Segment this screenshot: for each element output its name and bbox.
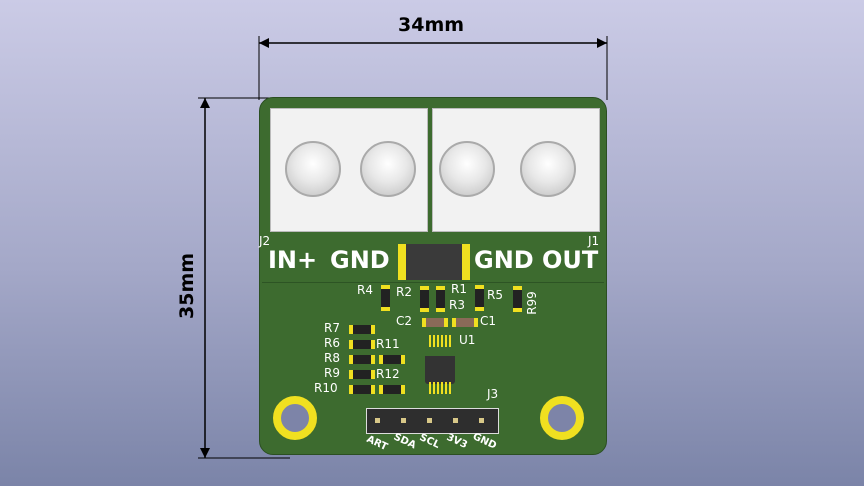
width-dimension-label: 34mm (398, 14, 465, 36)
mounting-hole (540, 396, 584, 440)
resistor (379, 355, 405, 364)
header-pin (479, 418, 484, 423)
label-in-plus: IN+ (268, 246, 318, 274)
ref-u1: U1 (459, 333, 476, 347)
ref-r9: R9 (324, 366, 340, 380)
ref-r4: R4 (357, 283, 373, 297)
resistor (349, 355, 375, 364)
resistor (436, 286, 445, 312)
screw-terminal (439, 141, 495, 197)
label-gnd-out: GND (474, 246, 534, 274)
screw-terminal (285, 141, 341, 197)
resistor (349, 340, 375, 349)
ref-r11: R11 (376, 337, 400, 351)
header-pin (401, 418, 406, 423)
ref-c1: C1 (480, 314, 497, 328)
header-pin (453, 418, 458, 423)
ic-pins-bottom (429, 382, 451, 394)
resistor (420, 286, 429, 312)
ref-r8: R8 (324, 351, 340, 365)
resistor (379, 385, 405, 394)
ref-r1: R1 (451, 282, 467, 296)
ref-r5: R5 (487, 288, 503, 302)
ic-pins-top (429, 335, 451, 347)
height-dimension-label: 35mm (176, 252, 198, 319)
ref-r2: R2 (396, 285, 412, 299)
mounting-hole (273, 396, 317, 440)
board-divider (262, 282, 604, 283)
screw-terminal (520, 141, 576, 197)
ic-u1 (425, 351, 455, 384)
pin-header-j3 (366, 408, 499, 434)
ref-r99: R99 (524, 291, 539, 315)
screw-terminal (360, 141, 416, 197)
ref-j1: J1 (588, 234, 600, 248)
capacitor (422, 318, 448, 327)
resistor (349, 385, 375, 394)
capacitor (452, 318, 478, 327)
header-pin (427, 418, 432, 423)
ref-r7: R7 (324, 321, 340, 335)
label-gnd-in: GND (330, 246, 390, 274)
ref-j2: J2 (259, 234, 271, 248)
ref-r12: R12 (376, 367, 400, 381)
ref-r6: R6 (324, 336, 340, 350)
label-out: OUT (542, 246, 599, 274)
resistor (349, 325, 375, 334)
resistor (381, 285, 390, 311)
ref-c2: C2 (396, 314, 413, 328)
resistor (475, 285, 484, 311)
ref-r3: R3 (449, 298, 465, 312)
resistor (513, 286, 522, 312)
header-pin (375, 418, 380, 423)
resistor (349, 370, 375, 379)
shunt-resistor (398, 244, 470, 280)
ref-j3: J3 (487, 387, 499, 401)
ref-r10: R10 (314, 381, 338, 395)
